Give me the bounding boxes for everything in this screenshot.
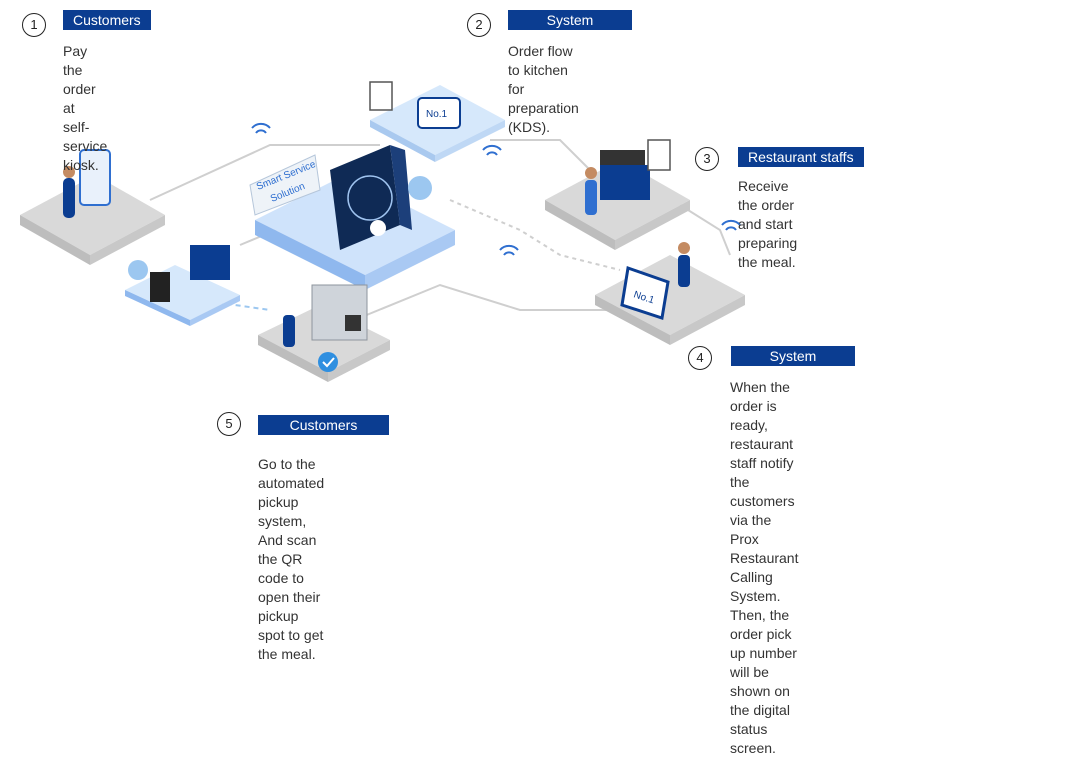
wifi-icons: [251, 122, 741, 256]
kds-platform: No.1: [369, 81, 505, 162]
step-5-text: Go to the automated pickup system, And s…: [258, 456, 325, 662]
kitchen-platform: [545, 139, 690, 250]
step-3-text: Receive the order and start preparing th…: [738, 178, 798, 270]
step-3-number: 3: [695, 147, 719, 171]
data-center-platform: [125, 245, 240, 326]
step-4-text: When the order is ready, restaurant staf…: [730, 379, 799, 756]
step-5-badge: Customers: [258, 415, 389, 435]
step-5-number: 5: [217, 412, 241, 436]
kds-screen: No.1: [426, 109, 448, 120]
step-2-number: 2: [467, 13, 491, 37]
workflow-illustration: No.1 Smart Service Solution No.1: [20, 81, 745, 382]
step-3-badge: Restaurant staffs: [738, 147, 864, 167]
step-4-number: 4: [688, 346, 712, 370]
step-1-number: 1: [22, 13, 46, 37]
step-2-text: Order flow to kitchen for preparation (K…: [508, 43, 579, 135]
smart-service-hub: Smart Service Solution: [249, 145, 455, 290]
pickup-platform: [258, 284, 390, 382]
kiosk-platform: [20, 149, 165, 265]
step-4-badge: System: [731, 346, 855, 366]
step-1-text: Pay the order at self-service kiosk.: [63, 43, 108, 173]
step-2-badge: System: [508, 10, 632, 30]
step-1-badge: Customers: [63, 10, 151, 30]
calling-platform: No.1: [595, 242, 745, 345]
